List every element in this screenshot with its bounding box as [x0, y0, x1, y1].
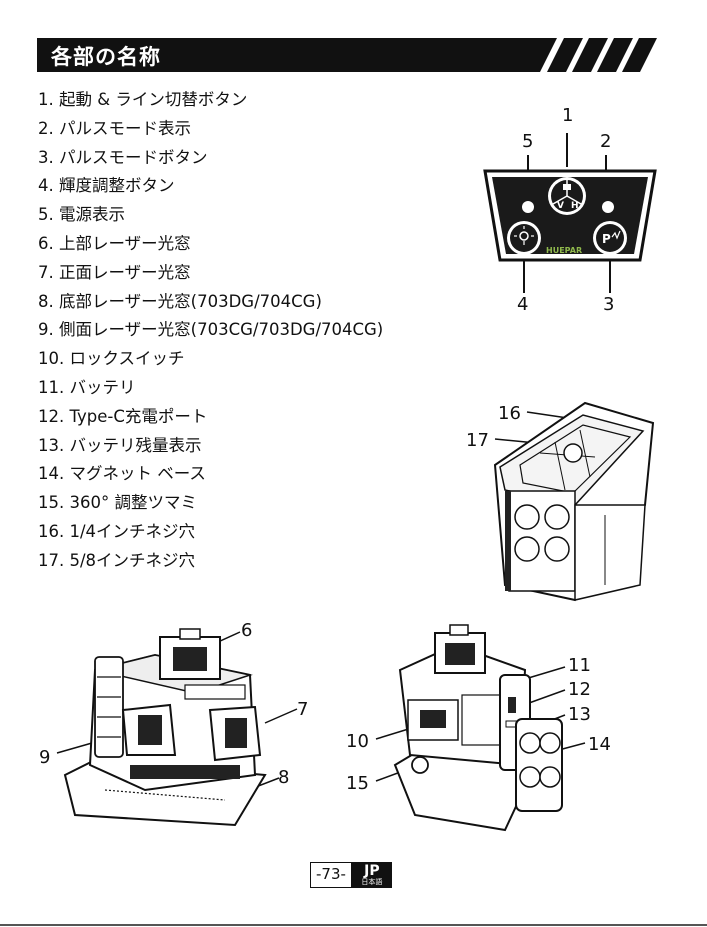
bottom-divider: [0, 924, 707, 926]
part-item: 8. 底部レーザー光窓(703DG/704CG): [38, 291, 322, 311]
part-item: 3. パルスモードボタン: [38, 147, 208, 167]
part-item: 15. 360° 調整ツマミ: [38, 493, 197, 513]
callout-1: 1: [562, 105, 574, 126]
section-title: 各部の名称: [51, 45, 161, 69]
page-number: -73-: [310, 862, 352, 888]
callout-4: 4: [517, 294, 529, 315]
parts-list: 1. 起動 & ライン切替ボタン 2. パルスモード表示 3. パルスモードボタ…: [38, 86, 383, 576]
callout-16: 16: [498, 403, 521, 424]
language-code: JP: [364, 862, 380, 879]
header-stripes-graphic: [37, 38, 657, 72]
language-badge: JP 日本語: [351, 862, 392, 888]
callout-15: 15: [346, 773, 369, 794]
part-item: 13. バッテリ残量表示: [38, 435, 202, 455]
callout-9: 9: [39, 747, 51, 768]
part-item: 6. 上部レーザー光窓: [38, 233, 191, 253]
page-footer: -73- JP 日本語: [310, 862, 392, 888]
control-panel-drawing: V H P HUEPAR: [483, 133, 657, 293]
svg-text:P: P: [602, 232, 611, 246]
part-item: 5. 電源表示: [38, 205, 125, 225]
part-item: 2. パルスモード表示: [38, 118, 191, 138]
back-view-figure: 10 15 11 12 13 14: [340, 615, 630, 845]
callout-8: 8: [278, 767, 290, 788]
part-item: 7. 正面レーザー光窓: [38, 262, 191, 282]
control-panel-figure: V H P HUEPAR 1 5 2 4 3: [480, 105, 660, 320]
callout-6: 6: [241, 620, 253, 641]
callout-17: 17: [466, 430, 489, 451]
callout-11: 11: [568, 655, 591, 676]
callout-12: 12: [568, 679, 591, 700]
part-item: 11. バッテリ: [38, 377, 136, 397]
callout-2: 2: [600, 131, 612, 152]
front-view-drawing: [56, 628, 298, 827]
bottom-view-drawing: [493, 401, 655, 602]
callout-14: 14: [588, 734, 611, 755]
front-view-figure: 6 7 8 9: [35, 615, 320, 845]
part-item: 1. 起動 & ライン切替ボタン: [38, 90, 248, 109]
callout-13: 13: [568, 704, 591, 725]
part-item: 14. マグネット ベース: [38, 464, 206, 484]
language-name: 日本語: [361, 877, 383, 886]
back-view-drawing: [375, 624, 586, 832]
button-h-label: H: [571, 201, 579, 211]
part-item: 16. 1/4インチネジ穴: [38, 521, 196, 541]
part-item: 17. 5/8インチネジ穴: [38, 550, 196, 570]
bottom-view-figure: 16 17: [465, 395, 665, 605]
brand-label: HUEPAR: [546, 246, 582, 255]
part-item: 12. Type-C充電ポート: [38, 406, 208, 426]
button-v-label: V: [557, 201, 564, 211]
callout-5: 5: [522, 131, 534, 152]
callout-7: 7: [297, 699, 309, 720]
part-item: 4. 輝度調整ボタン: [38, 176, 175, 196]
part-item: 10. ロックスイッチ: [38, 349, 185, 369]
callout-10: 10: [346, 731, 369, 752]
part-item: 9. 側面レーザー光窓(703CG/703DG/704CG): [38, 320, 384, 340]
section-header: 各部の名称: [37, 38, 657, 72]
callout-3: 3: [603, 294, 615, 315]
